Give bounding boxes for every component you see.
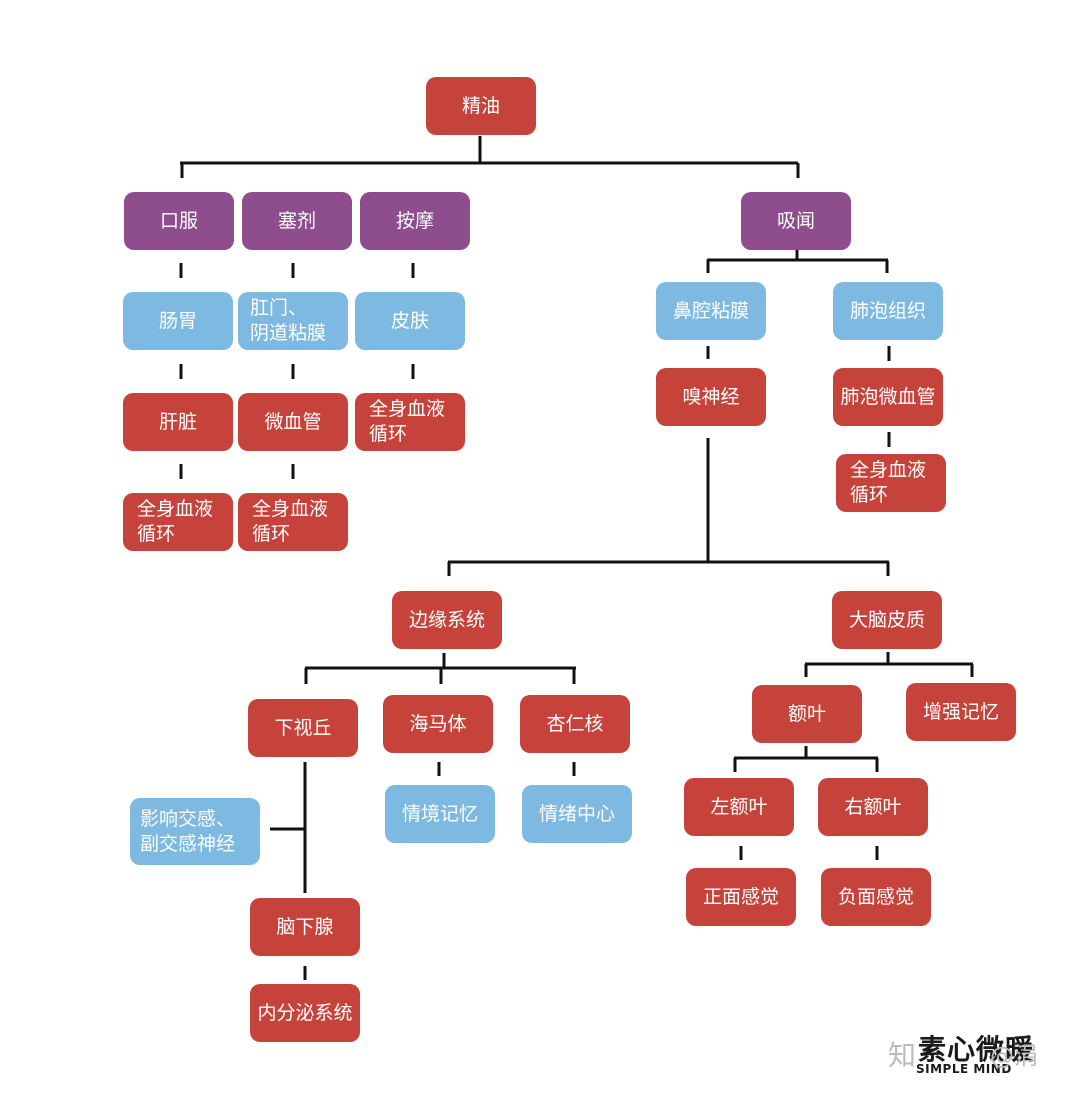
- suppository-step-circulation: 全身血液 循环: [238, 493, 348, 551]
- positive-feeling: 正面感觉: [686, 868, 796, 926]
- autonomic-nerves: 影响交感、 副交感神经: [130, 798, 260, 865]
- inhale-alveoli: 肺泡组织: [833, 282, 943, 340]
- brand-logo: 素心微暖: [918, 1033, 1035, 1066]
- inhale-olfactory-nerve: 嗅神经: [656, 368, 766, 426]
- cerebral-cortex: 大脑皮质: [832, 591, 942, 649]
- hippocampus: 海马体: [383, 695, 493, 753]
- enhance-memory: 增强记忆: [906, 683, 1016, 741]
- method-inhale: 吸闻: [741, 192, 851, 250]
- pituitary: 脑下腺: [250, 898, 360, 956]
- watermark: 知 素心微暖 SIMPLE MIND @涓: [878, 1028, 1058, 1084]
- oral-step-liver: 肝脏: [123, 393, 233, 451]
- zhihu-watermark: 知: [888, 1039, 917, 1072]
- oral-step-gut: 肠胃: [123, 292, 233, 350]
- situational-memory: 情境记忆: [385, 785, 495, 843]
- endocrine-system: 内分泌系统: [250, 984, 360, 1042]
- amygdala: 杏仁核: [520, 695, 630, 753]
- suppository-step-capillary: 微血管: [238, 393, 348, 451]
- limbic-system: 边缘系统: [392, 591, 502, 649]
- massage-step-skin: 皮肤: [355, 292, 465, 350]
- inhale-alveoli-capillary: 肺泡微血管: [833, 368, 943, 426]
- suppository-step-mucosa: 肛门、 阴道粘膜: [238, 292, 348, 350]
- oral-step-circulation: 全身血液 循环: [123, 493, 233, 551]
- emotion-center: 情绪中心: [522, 785, 632, 843]
- root-node: 精油: [426, 77, 536, 135]
- massage-step-circulation: 全身血液 循环: [355, 393, 465, 451]
- right-frontal-lobe: 右额叶: [818, 778, 928, 836]
- left-frontal-lobe: 左额叶: [684, 778, 794, 836]
- negative-feeling: 负面感觉: [821, 868, 931, 926]
- method-suppository: 塞剂: [242, 192, 352, 250]
- author-watermark: @涓: [990, 1042, 1038, 1070]
- inhale-nasal-mucosa: 鼻腔粘膜: [656, 282, 766, 340]
- inhale-alveoli-circulation: 全身血液 循环: [836, 454, 946, 512]
- method-oral: 口服: [124, 192, 234, 250]
- hypothalamus: 下视丘: [248, 699, 358, 757]
- brand-logo-subtitle: SIMPLE MIND: [916, 1062, 1012, 1076]
- frontal-lobe: 额叶: [752, 685, 862, 743]
- method-massage: 按摩: [360, 192, 470, 250]
